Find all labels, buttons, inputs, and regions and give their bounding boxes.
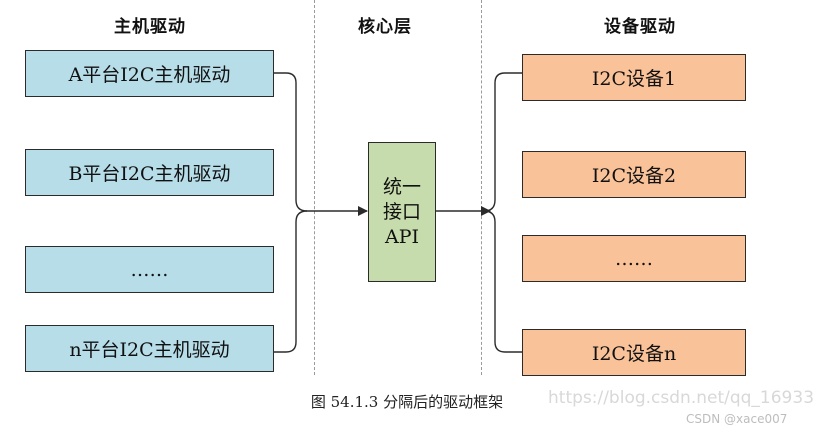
header-core-layer: 核心层: [358, 17, 412, 37]
divider-left: [314, 0, 315, 375]
device-driver-2: I2C设备2: [522, 151, 746, 198]
connector-host-n: [274, 210, 308, 353]
connector-device-n: [483, 210, 522, 353]
connector-host-a: [274, 72, 308, 212]
figure-caption: 图 54.1.3 分隔后的驱动框架: [310, 393, 504, 411]
host-driver-a: A平台I2C主机驱动: [25, 50, 274, 97]
divider-right: [481, 0, 482, 375]
header-device-drivers: 设备驱动: [604, 17, 676, 37]
device-driver-1: I2C设备1: [522, 54, 746, 101]
header-host-drivers: 主机驱动: [114, 17, 186, 37]
watermark-author: CSDN @xace007: [686, 412, 788, 426]
host-driver-ellipsis: ……: [25, 246, 274, 293]
core-line-2: 接口: [382, 200, 421, 223]
core-api-block: 统一 接口 API: [368, 142, 436, 282]
host-driver-n: n平台I2C主机驱动: [25, 325, 274, 372]
watermark-url: https://blog.csdn.net/qq_16933: [548, 388, 814, 408]
connector-device-1: [483, 72, 522, 212]
core-line-1: 统一: [382, 175, 421, 198]
device-driver-n: I2C设备n: [522, 329, 746, 376]
host-driver-b: B平台I2C主机驱动: [25, 149, 274, 196]
core-line-3: API: [384, 225, 419, 248]
device-driver-ellipsis: ……: [522, 235, 746, 282]
